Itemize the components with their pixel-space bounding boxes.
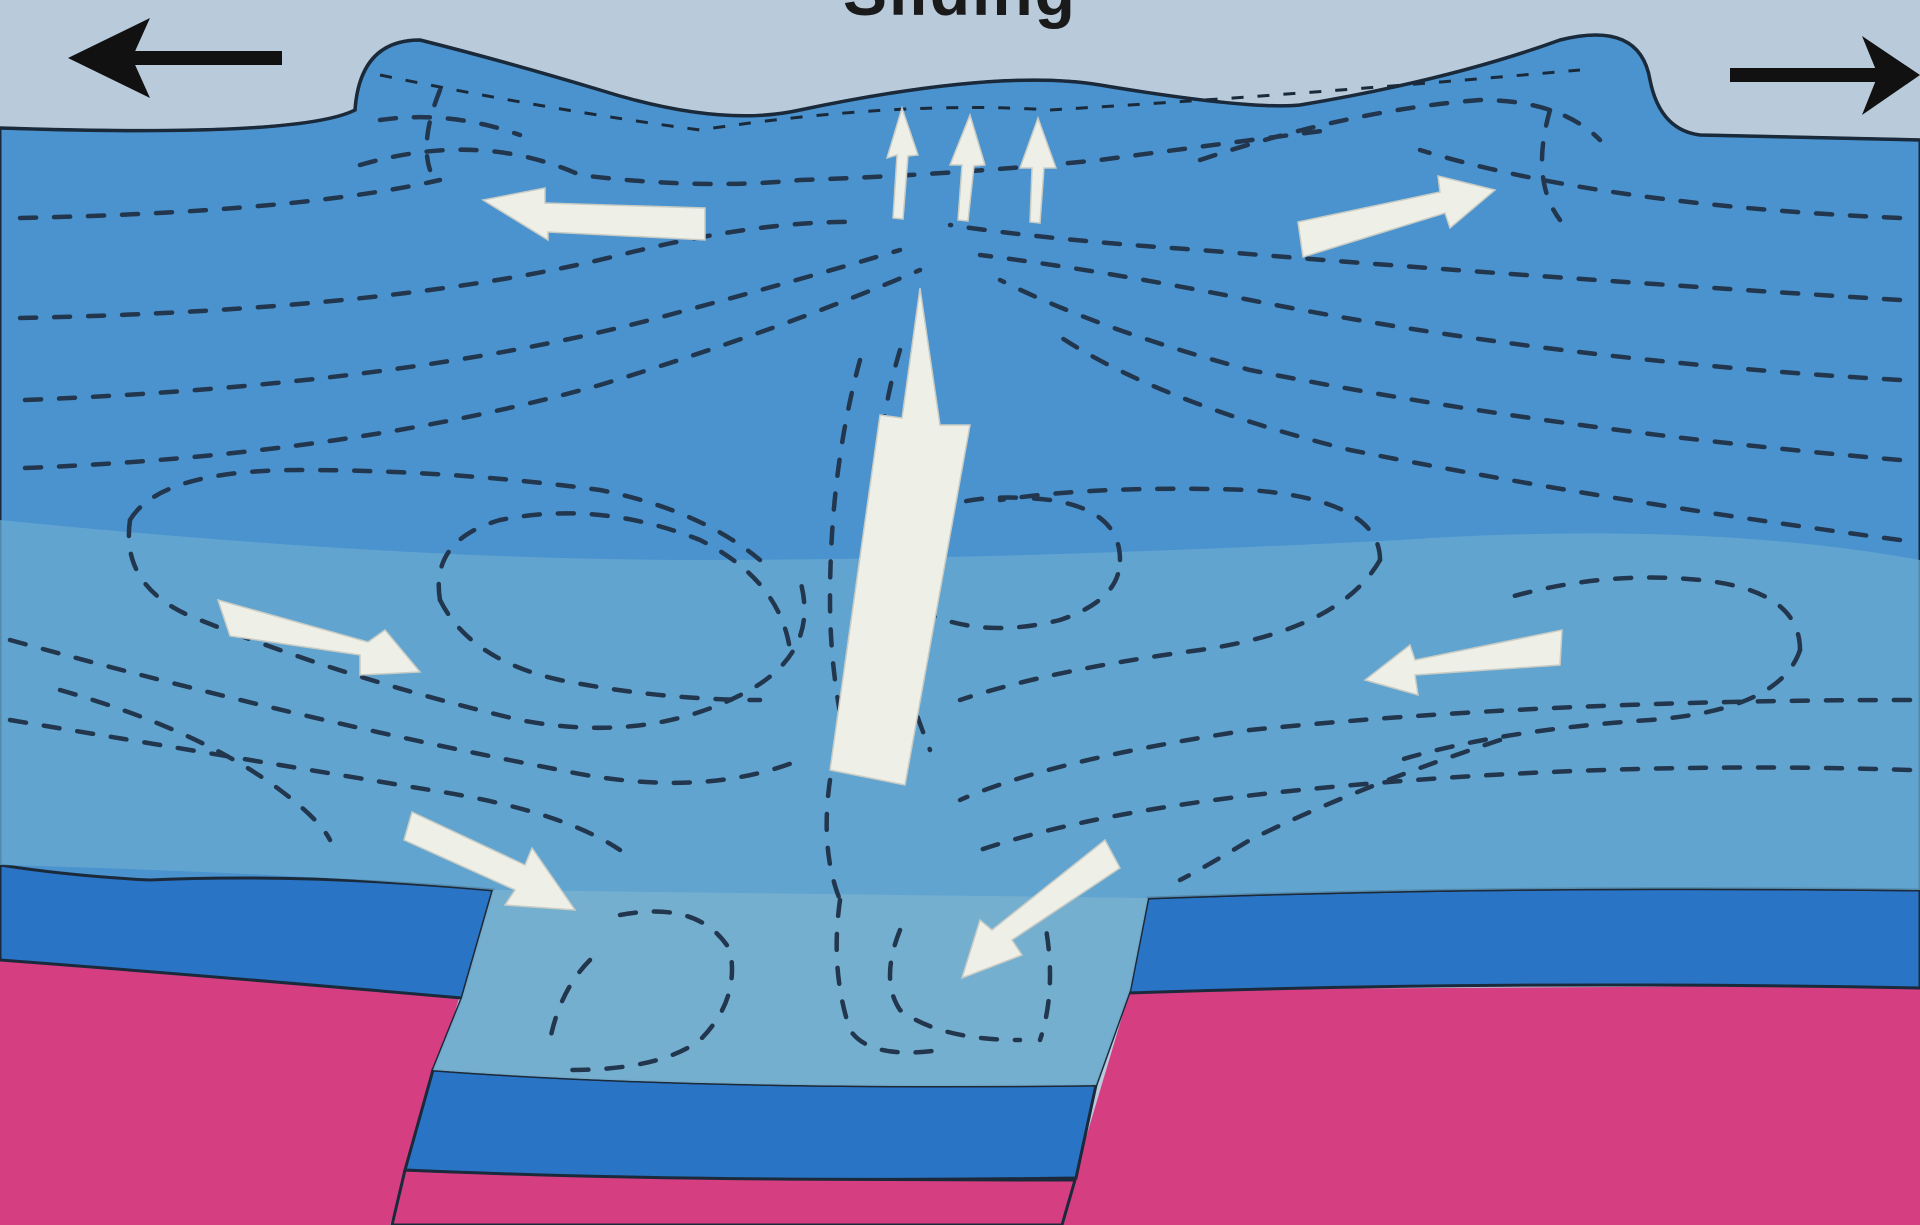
- arrow-right-icon-shaft: [1730, 68, 1880, 82]
- partial-header-label: Sliding: [660, 0, 1260, 30]
- dark-blue-layer-right: [1128, 889, 1920, 993]
- arrow-left-icon-shaft: [130, 51, 282, 65]
